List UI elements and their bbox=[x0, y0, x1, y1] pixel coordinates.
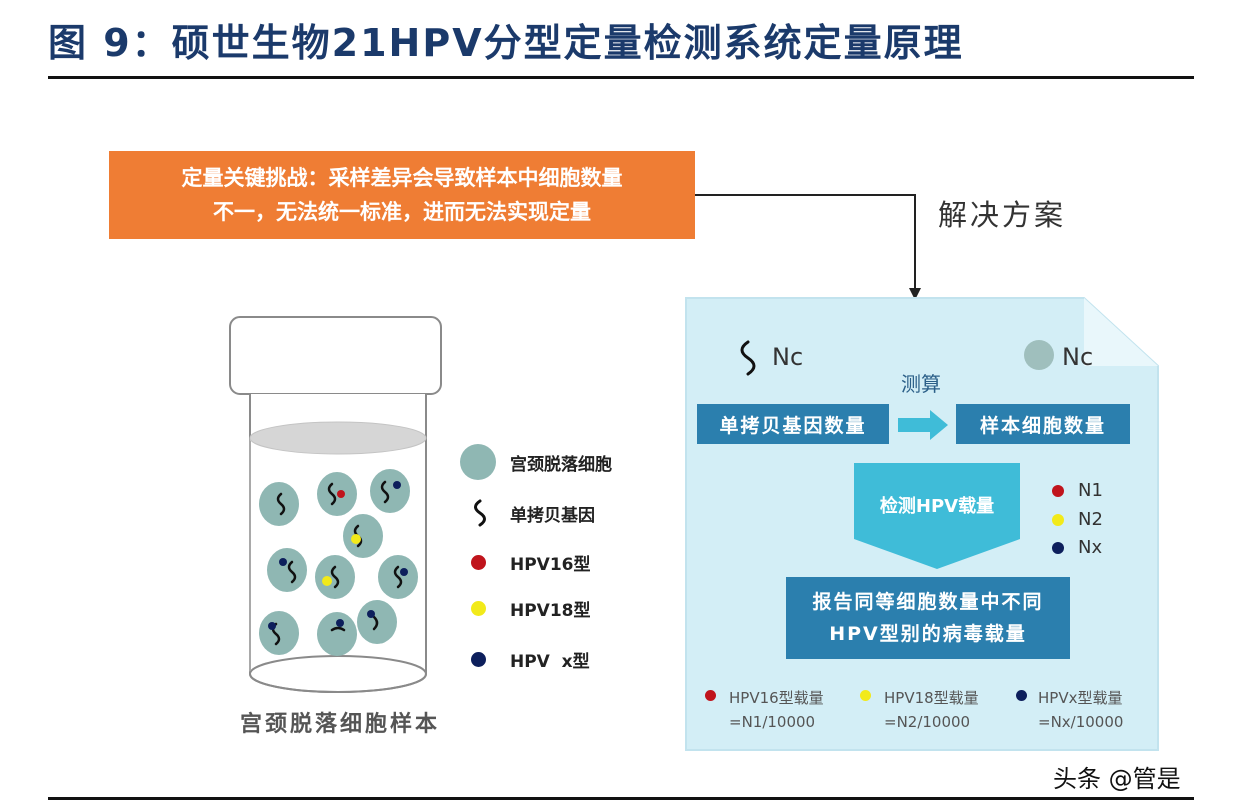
nx-legend: Nx bbox=[1052, 537, 1102, 558]
legend-cell: 宫颈脱落细胞 bbox=[458, 444, 612, 480]
legend-hpvx-label: HPV x型 bbox=[510, 652, 590, 672]
hpvx-load-line-2: =Nx/10000 bbox=[1038, 713, 1124, 731]
legend-gene: 单拷贝基因 bbox=[458, 498, 595, 528]
nx-dot-icon bbox=[1052, 541, 1064, 554]
n2-legend: N2 bbox=[1052, 509, 1103, 530]
hpv18-load-line-2: =N2/10000 bbox=[884, 713, 971, 731]
cell-icon bbox=[460, 444, 496, 480]
n1-legend: N1 bbox=[1052, 480, 1103, 501]
challenge-banner: 定量关键挑战：采样差异会导致样本中细胞数量 不一，无法统一标准，进而无法实现定量 bbox=[109, 151, 695, 239]
legend-hpvx: HPV x型 bbox=[458, 647, 590, 672]
nx-label: Nx bbox=[1078, 537, 1103, 558]
challenge-line-1: 定量关键挑战：采样差异会导致样本中细胞数量 bbox=[181, 166, 623, 190]
hpv18-load: HPV18型载量 =N2/10000 bbox=[860, 686, 1010, 734]
n1-dot-icon bbox=[1052, 484, 1064, 497]
detect-chevron bbox=[854, 463, 1020, 569]
hpvx-load-line-1: HPVx型载量 bbox=[1038, 689, 1123, 707]
single-copy-count-box: 单拷贝基因数量 bbox=[697, 404, 889, 444]
hpvx-load: HPVx型载量 =Nx/10000 bbox=[1016, 686, 1156, 734]
n1-label: N1 bbox=[1078, 480, 1103, 501]
bottom-divider bbox=[48, 797, 1194, 800]
legend-gene-label: 单拷贝基因 bbox=[510, 505, 595, 526]
hpvx-load-dot-icon bbox=[1016, 690, 1027, 701]
nc-right-label: Nc bbox=[1062, 343, 1094, 371]
figure-title: 图 9：硕世生物21HPV分型定量检测系统定量原理 bbox=[48, 21, 964, 65]
hpv18-dot-icon bbox=[470, 601, 486, 616]
calc-label: 测算 bbox=[901, 372, 941, 396]
hpv16-dot-icon bbox=[470, 555, 486, 570]
legend-hpv18-label: HPV18型 bbox=[510, 601, 591, 621]
hpv18-load-dot-icon bbox=[860, 690, 871, 701]
hpv16-load-dot-icon bbox=[705, 690, 716, 701]
sample-jar bbox=[229, 316, 442, 693]
hpv16-load-line-2: =N1/10000 bbox=[729, 713, 816, 731]
legend-hpv18: HPV18型 bbox=[458, 596, 591, 621]
jar-caption: 宫颈脱落细胞样本 bbox=[240, 712, 441, 737]
calc-arrow bbox=[898, 410, 948, 440]
nc-left-label: Nc bbox=[772, 343, 804, 371]
watermark: 头条 @管是 bbox=[1053, 765, 1181, 793]
legend-hpv16: HPV16型 bbox=[458, 550, 591, 575]
report-line-2: HPV型别的病毒载量 bbox=[829, 623, 1027, 645]
hpv16-load: HPV16型载量 =N1/10000 bbox=[705, 686, 855, 734]
cell-count-box: 样本细胞数量 bbox=[956, 404, 1130, 444]
n2-dot-icon bbox=[1052, 513, 1064, 526]
cell-nc-icon bbox=[1024, 340, 1054, 370]
n2-label: N2 bbox=[1078, 509, 1103, 530]
hpvx-dot-icon bbox=[470, 652, 486, 667]
hpv16-load-line-1: HPV16型载量 bbox=[729, 689, 824, 707]
solution-label: 解决方案 bbox=[938, 198, 1067, 232]
report-line-1: 报告同等细胞数量中不同 bbox=[812, 591, 1044, 613]
title-divider bbox=[48, 76, 1194, 79]
legend-cell-label: 宫颈脱落细胞 bbox=[510, 454, 612, 475]
legend-hpv16-label: HPV16型 bbox=[510, 555, 591, 575]
report-box: 报告同等细胞数量中不同 HPV型别的病毒载量 bbox=[786, 577, 1070, 659]
gene-nc-icon bbox=[740, 340, 756, 376]
connector-arrow bbox=[695, 194, 921, 300]
detect-label: 检测HPV载量 bbox=[879, 496, 995, 517]
challenge-line-2: 不一，无法统一标准，进而无法实现定量 bbox=[213, 200, 591, 224]
gene-icon bbox=[474, 499, 486, 527]
hpv18-load-line-1: HPV18型载量 bbox=[884, 689, 979, 707]
